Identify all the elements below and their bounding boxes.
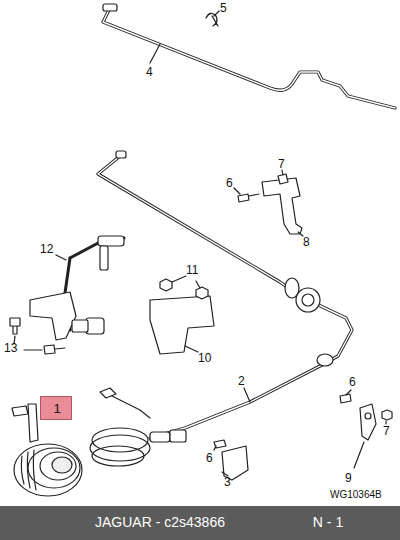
callout-number: 8 — [303, 236, 310, 248]
footer-band: JAGUAR - c2s43866 N - 1 — [0, 506, 400, 540]
node-text: N - 1 — [313, 515, 343, 529]
callout-number: 5 — [220, 2, 227, 14]
callout-number: 6 — [206, 452, 213, 464]
callout-box: 1 — [40, 396, 72, 420]
callout-number: 11 — [186, 264, 198, 276]
callout-number: 7 — [278, 158, 285, 170]
callout-number: 7 — [383, 425, 390, 437]
node-text: JAGUAR - c2s43866 — [95, 515, 225, 529]
callout-number: 9 — [345, 472, 352, 484]
callout-number: 10 — [198, 352, 211, 364]
callout-number: 3 — [224, 476, 231, 488]
callout-number: 6 — [226, 177, 233, 189]
node-text: 1 — [53, 402, 60, 415]
callout-number: 12 — [40, 243, 53, 255]
callout-number: 6 — [349, 376, 356, 388]
callout-number: 4 — [146, 66, 153, 78]
drawing-number: WG10364B — [330, 490, 382, 500]
callout-number: 2 — [238, 375, 245, 387]
callout-number: 13 — [4, 342, 17, 354]
